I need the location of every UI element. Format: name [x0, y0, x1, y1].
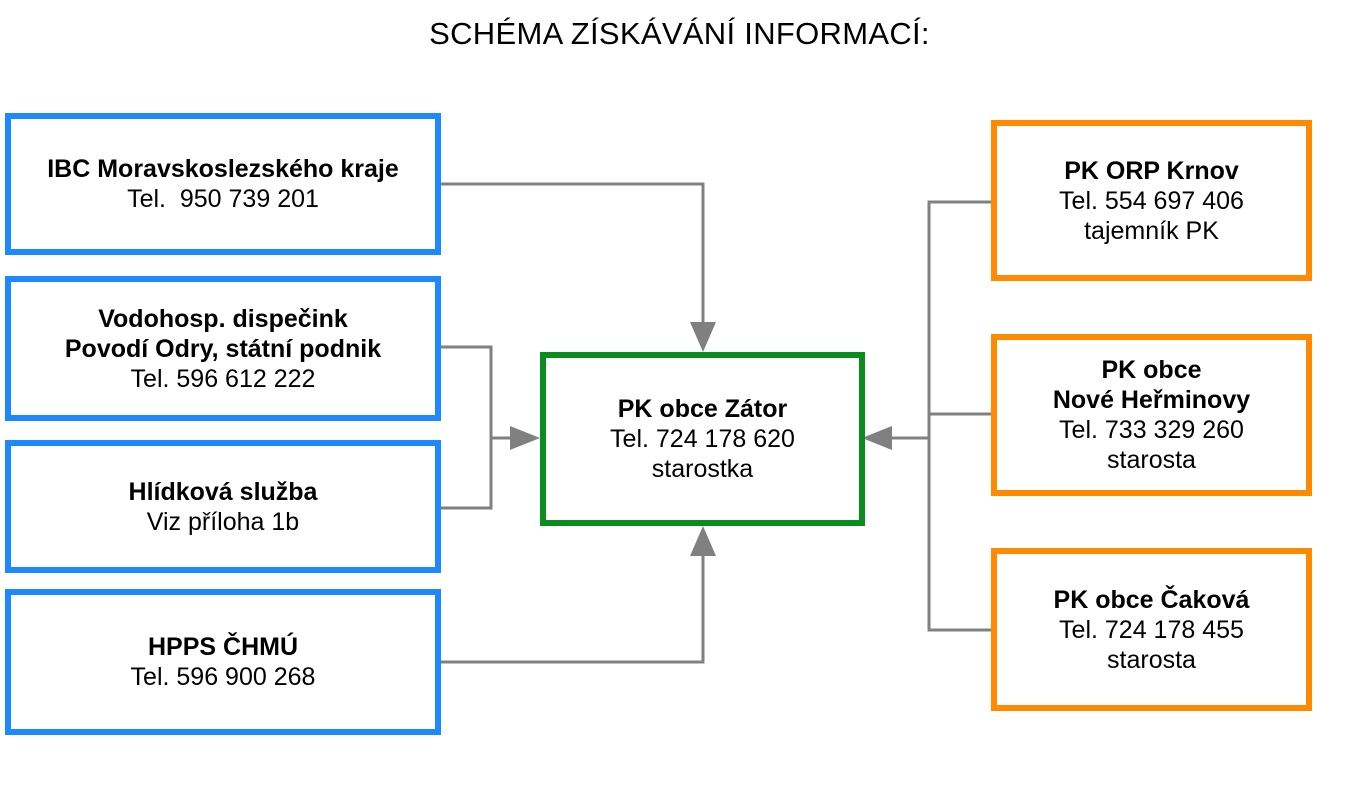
source-name-line2: Povodí Odry, státní podnik — [64, 334, 382, 363]
center-box-zator: PK obce Zátor Tel. 724 178 620 starostka — [540, 352, 865, 526]
source-phone: Tel. 596 900 268 — [130, 663, 316, 691]
center-name: PK obce Zátor — [617, 395, 788, 423]
partner-box-nove-herminovy: PK obce Nové Heřminovy Tel. 733 329 260 … — [991, 334, 1312, 496]
connector-hpps-to-center — [441, 548, 705, 664]
source-phone: Tel. 950 739 201 — [127, 185, 319, 213]
source-box-water-dispatch: Vodohosp. dispečink Povodí Odry, státní … — [5, 276, 441, 421]
arrow-down-into-center — [690, 322, 716, 352]
source-name: HPPS ČHMÚ — [147, 633, 298, 661]
source-box-hpps: HPPS ČHMÚ Tel. 596 900 268 — [5, 589, 441, 735]
partner-role: starosta — [1107, 645, 1196, 674]
partner-name-line2: Nové Heřminovy — [1052, 386, 1251, 414]
center-role: starostka — [651, 455, 754, 483]
connector-ibc-to-center — [441, 182, 705, 332]
partner-name-line1: PK obce — [1101, 356, 1202, 384]
arrow-up-into-center — [690, 526, 716, 556]
source-name-line1: Vodohosp. dispečink — [98, 304, 348, 333]
source-box-ibc: IBC Moravskoslezského kraje Tel. 950 739… — [5, 113, 441, 255]
partner-box-cakova: PK obce Čaková Tel. 724 178 455 starosta — [991, 548, 1312, 711]
source-name: IBC Moravskoslezského kraje — [47, 155, 399, 183]
source-box-patrol-service: Hlídková služba Viz příloha 1b — [5, 440, 441, 573]
partner-phone: Tel. 724 178 455 — [1059, 615, 1244, 644]
partner-role: starosta — [1107, 446, 1196, 474]
connector-dispatch-to-center — [441, 345, 493, 510]
connector-partners-bus — [927, 200, 995, 632]
partner-phone: Tel. 554 697 406 — [1059, 186, 1244, 215]
source-name: Hlídková služba — [128, 477, 318, 506]
diagram-title: SCHÉMA ZÍSKÁVÁNÍ INFORMACÍ: — [429, 16, 930, 51]
partner-box-orp-krnov: PK ORP Krnov Tel. 554 697 406 tajemník P… — [991, 120, 1312, 281]
partner-role: tajemník PK — [1084, 216, 1219, 245]
partner-phone: Tel. 733 329 260 — [1059, 416, 1244, 444]
source-phone: Tel. 596 612 222 — [130, 364, 316, 393]
partner-name: PK obce Čaková — [1053, 585, 1250, 614]
source-note: Viz příloha 1b — [146, 507, 300, 536]
arrow-right-into-center — [510, 426, 540, 450]
arrow-left-into-center — [862, 426, 892, 450]
partner-name: PK ORP Krnov — [1064, 156, 1239, 185]
center-phone: Tel. 724 178 620 — [610, 425, 795, 453]
